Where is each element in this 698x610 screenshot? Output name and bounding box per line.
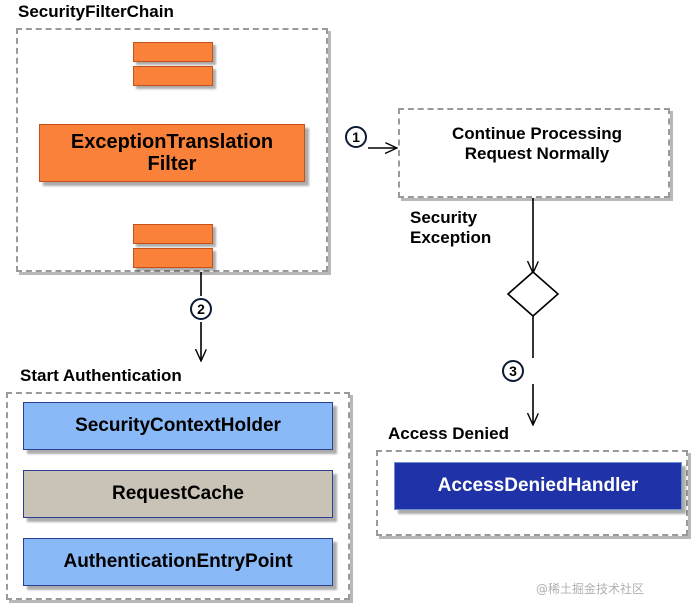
filter-bar-top-1 xyxy=(133,42,213,62)
label-security-exception: Security Exception xyxy=(410,208,492,247)
step-marker-2: 2 xyxy=(190,298,212,320)
node-authentication-entry-point[interactable]: AuthenticationEntryPoint xyxy=(23,538,333,586)
step-marker-1: 1 xyxy=(345,126,367,148)
filter-bar-top-2 xyxy=(133,66,213,86)
watermark-text: @稀土掘金技术社区 xyxy=(536,582,645,596)
group-continue-processing xyxy=(398,108,670,198)
node-access-denied-handler[interactable]: AccessDeniedHandler xyxy=(394,462,682,510)
label-continue-processing: Continue Processing Request Normally xyxy=(451,124,623,163)
node-request-cache[interactable]: RequestCache xyxy=(23,470,333,518)
group-label-security-filter-chain: SecurityFilterChain xyxy=(18,2,174,21)
node-exception-translation-filter[interactable]: ExceptionTranslation Filter xyxy=(39,124,305,182)
group-label-access-denied: Access Denied xyxy=(388,424,509,443)
step-marker-3: 3 xyxy=(502,360,524,382)
decision-diamond xyxy=(506,270,560,318)
node-security-context-holder[interactable]: SecurityContextHolder xyxy=(23,402,333,450)
filter-bar-bottom-1 xyxy=(133,224,213,244)
filter-bar-bottom-2 xyxy=(133,248,213,268)
group-label-start-authentication: Start Authentication xyxy=(20,366,182,385)
